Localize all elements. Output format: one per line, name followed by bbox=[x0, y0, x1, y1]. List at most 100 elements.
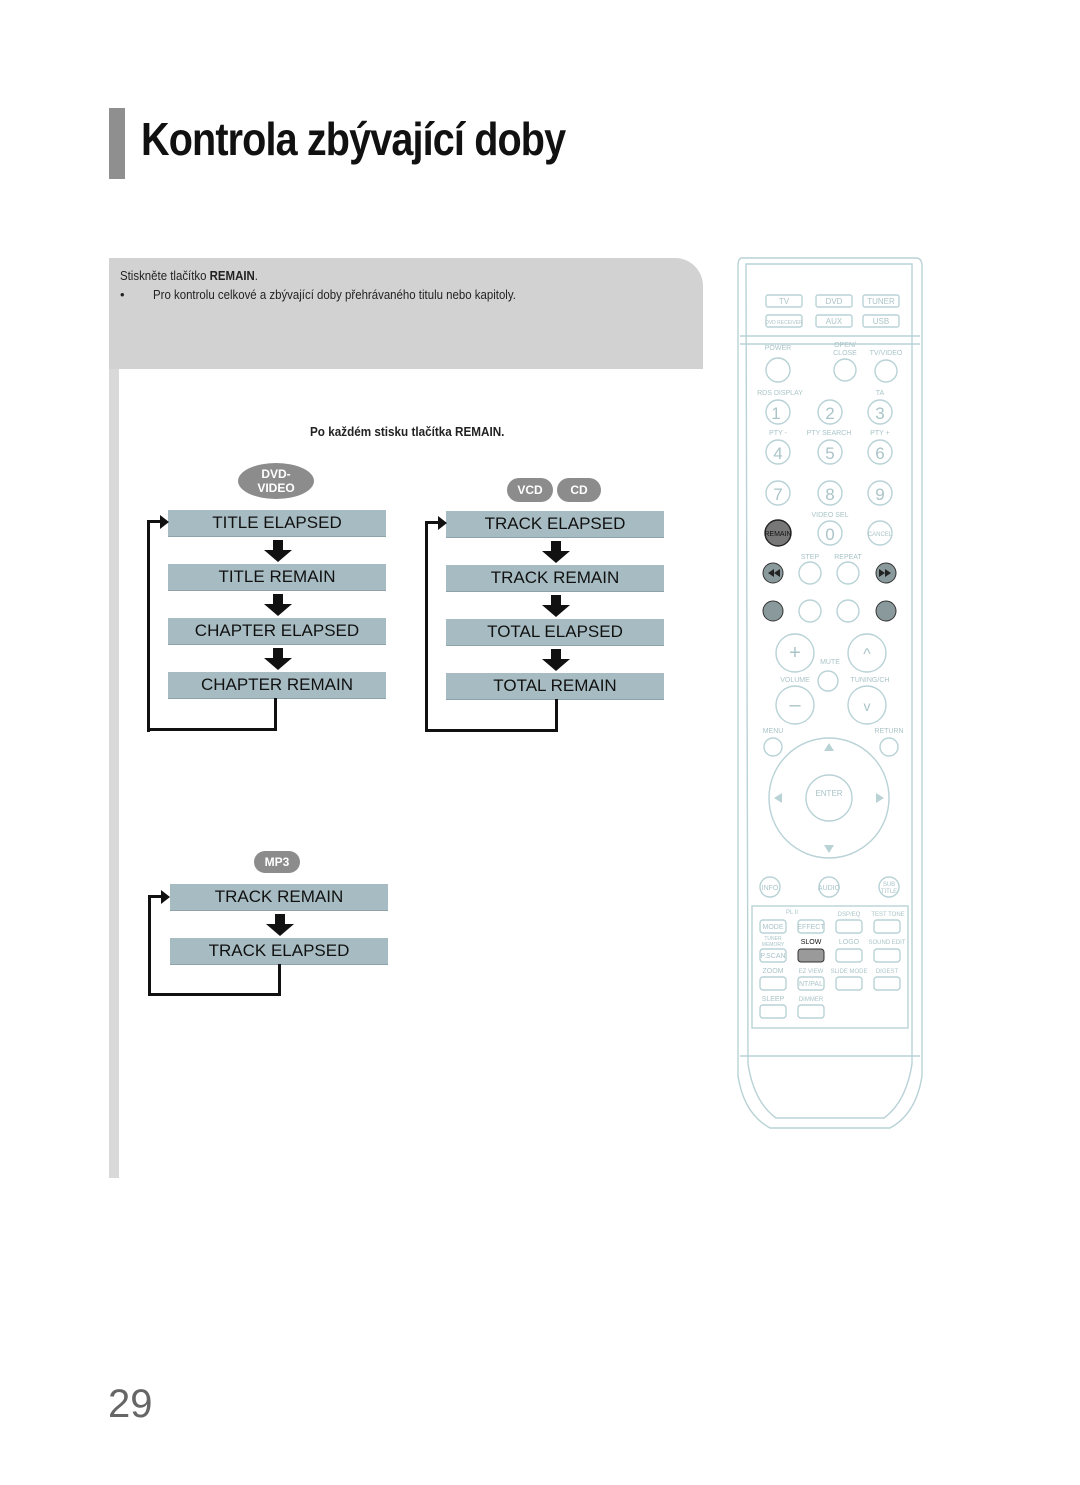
svg-text:CANCEL: CANCEL bbox=[868, 532, 893, 538]
svg-text:TITLE: TITLE bbox=[881, 889, 897, 895]
diagram-heading: Po každém stisku tlačítka REMAIN. bbox=[310, 424, 505, 439]
vcd-loop-bottom bbox=[425, 729, 558, 732]
svg-text:NT/PAL: NT/PAL bbox=[799, 981, 823, 988]
svg-text:PTY -: PTY - bbox=[769, 430, 787, 437]
svg-text:SLEEP: SLEEP bbox=[762, 996, 785, 1003]
remote-tv-label: TV bbox=[779, 297, 790, 306]
dvd-state-title-elapsed: TITLE ELAPSED bbox=[168, 510, 386, 537]
svg-text:CLOSE: CLOSE bbox=[833, 350, 857, 357]
svg-text:MUTE: MUTE bbox=[820, 659, 840, 666]
svg-text:SOUND EDIT: SOUND EDIT bbox=[868, 940, 905, 946]
instruction-step: Stiskněte tlačítko REMAIN. bbox=[120, 268, 258, 283]
svg-text:5: 5 bbox=[825, 444, 834, 463]
svg-text:AUX: AUX bbox=[826, 317, 843, 326]
svg-text:TUNER: TUNER bbox=[764, 936, 782, 942]
svg-text:4: 4 bbox=[773, 444, 782, 463]
vcd-badge: VCD bbox=[507, 478, 553, 502]
flow-arrow-icon bbox=[542, 541, 570, 563]
svg-text:POWER: POWER bbox=[765, 345, 791, 352]
svg-text:TA: TA bbox=[876, 390, 885, 397]
svg-text:ZOOM: ZOOM bbox=[763, 968, 784, 975]
instruction-box bbox=[109, 258, 703, 369]
svg-text:LOGO: LOGO bbox=[839, 939, 860, 946]
svg-text:ENTER: ENTER bbox=[815, 789, 842, 798]
svg-text:PTY +: PTY + bbox=[870, 430, 890, 437]
svg-text:SLIDE MODE: SLIDE MODE bbox=[830, 969, 867, 975]
svg-text:VOLUME: VOLUME bbox=[780, 677, 810, 684]
page-title: Kontrola zbývající doby bbox=[141, 113, 566, 165]
svg-text:INFO: INFO bbox=[762, 885, 779, 892]
dvd-state-title-remain: TITLE REMAIN bbox=[168, 564, 386, 591]
svg-text:8: 8 bbox=[825, 485, 834, 504]
left-margin-rule bbox=[109, 258, 119, 1178]
svg-text:EFFECT: EFFECT bbox=[797, 924, 825, 931]
svg-text:–: – bbox=[789, 694, 801, 716]
title-accent-bar bbox=[109, 108, 125, 179]
vcd-loop-top bbox=[425, 521, 439, 524]
mp3-loop-up bbox=[278, 964, 281, 996]
remain-keyword: REMAIN bbox=[209, 268, 255, 283]
svg-text:0: 0 bbox=[825, 525, 834, 544]
loop-arrowhead-icon bbox=[160, 515, 169, 529]
vcd-state-total-remain: TOTAL REMAIN bbox=[446, 673, 664, 700]
svg-text:^: ^ bbox=[863, 646, 871, 663]
svg-text:v: v bbox=[864, 698, 871, 714]
mp3-loop-bottom bbox=[148, 993, 281, 996]
remote-control-illustration: TV DVD TUNER DVD RECEIVER AUX USB POWER … bbox=[737, 257, 923, 1129]
flow-arrow-icon bbox=[264, 540, 292, 562]
svg-text:TEST TONE: TEST TONE bbox=[871, 912, 904, 918]
vcd-state-track-elapsed: TRACK ELAPSED bbox=[446, 511, 664, 538]
mp3-badge: MP3 bbox=[254, 851, 300, 873]
svg-text:SLOW: SLOW bbox=[801, 939, 822, 946]
page-number: 29 bbox=[108, 1382, 153, 1426]
dvd-state-chapter-remain: CHAPTER REMAIN bbox=[168, 672, 386, 699]
svg-text:MODE: MODE bbox=[763, 924, 784, 931]
loop-arrowhead-icon bbox=[438, 516, 447, 530]
flow-arrow-icon bbox=[264, 648, 292, 670]
flow-arrow-icon bbox=[542, 595, 570, 617]
svg-text:1: 1 bbox=[771, 404, 780, 423]
svg-text:AUDIO: AUDIO bbox=[818, 885, 841, 892]
svg-text:PTY SEARCH: PTY SEARCH bbox=[807, 430, 852, 437]
dvd-loop-line bbox=[147, 521, 150, 732]
flow-arrow-icon bbox=[264, 594, 292, 616]
mp3-state-track-remain: TRACK REMAIN bbox=[170, 884, 388, 911]
svg-text:MEMORY: MEMORY bbox=[762, 942, 785, 948]
svg-text:P.SCAN: P.SCAN bbox=[760, 953, 785, 960]
vcd-state-total-elapsed: TOTAL ELAPSED bbox=[446, 619, 664, 646]
dvd-video-badge: DVD-VIDEO bbox=[238, 463, 314, 499]
dvd-loop-bottom bbox=[147, 728, 277, 731]
svg-text:REMAIN: REMAIN bbox=[764, 531, 791, 538]
svg-text:6: 6 bbox=[875, 444, 884, 463]
vcd-state-track-remain: TRACK REMAIN bbox=[446, 565, 664, 592]
flow-arrow-icon bbox=[542, 649, 570, 671]
bullet-symbol: • bbox=[120, 287, 125, 302]
svg-text:+: + bbox=[789, 642, 801, 664]
svg-text:REPEAT: REPEAT bbox=[834, 554, 862, 561]
svg-text:DIMMER: DIMMER bbox=[799, 997, 824, 1003]
svg-text:OPEN/: OPEN/ bbox=[834, 342, 856, 349]
svg-text:3: 3 bbox=[875, 404, 884, 423]
svg-text:RETURN: RETURN bbox=[874, 728, 903, 735]
svg-text:TV/VIDEO: TV/VIDEO bbox=[870, 350, 903, 357]
svg-text:USB: USB bbox=[873, 317, 889, 326]
mp3-state-track-elapsed: TRACK ELAPSED bbox=[170, 938, 388, 965]
mp3-loop-top bbox=[148, 895, 162, 898]
svg-text:DVD RECEIVER: DVD RECEIVER bbox=[765, 320, 803, 326]
svg-text:VIDEO SEL: VIDEO SEL bbox=[812, 512, 849, 519]
svg-text:DIGEST: DIGEST bbox=[876, 969, 899, 975]
flow-arrow-icon bbox=[266, 914, 294, 936]
bullet-text: Pro kontrolu celkové a zbývající doby př… bbox=[153, 287, 516, 302]
svg-text:MENU: MENU bbox=[763, 728, 784, 735]
svg-text:STEP: STEP bbox=[801, 554, 820, 561]
dvd-loop-up bbox=[274, 698, 277, 731]
svg-text:7: 7 bbox=[773, 485, 782, 504]
svg-text:DVD: DVD bbox=[826, 297, 843, 306]
svg-text:9: 9 bbox=[875, 485, 884, 504]
svg-text:TUNER: TUNER bbox=[867, 297, 895, 306]
svg-text:2: 2 bbox=[825, 404, 834, 423]
svg-text:EZ VIEW: EZ VIEW bbox=[799, 969, 824, 975]
vcd-loop-up bbox=[555, 699, 558, 732]
loop-arrowhead-icon bbox=[161, 890, 170, 904]
svg-text:PL II: PL II bbox=[786, 910, 798, 916]
